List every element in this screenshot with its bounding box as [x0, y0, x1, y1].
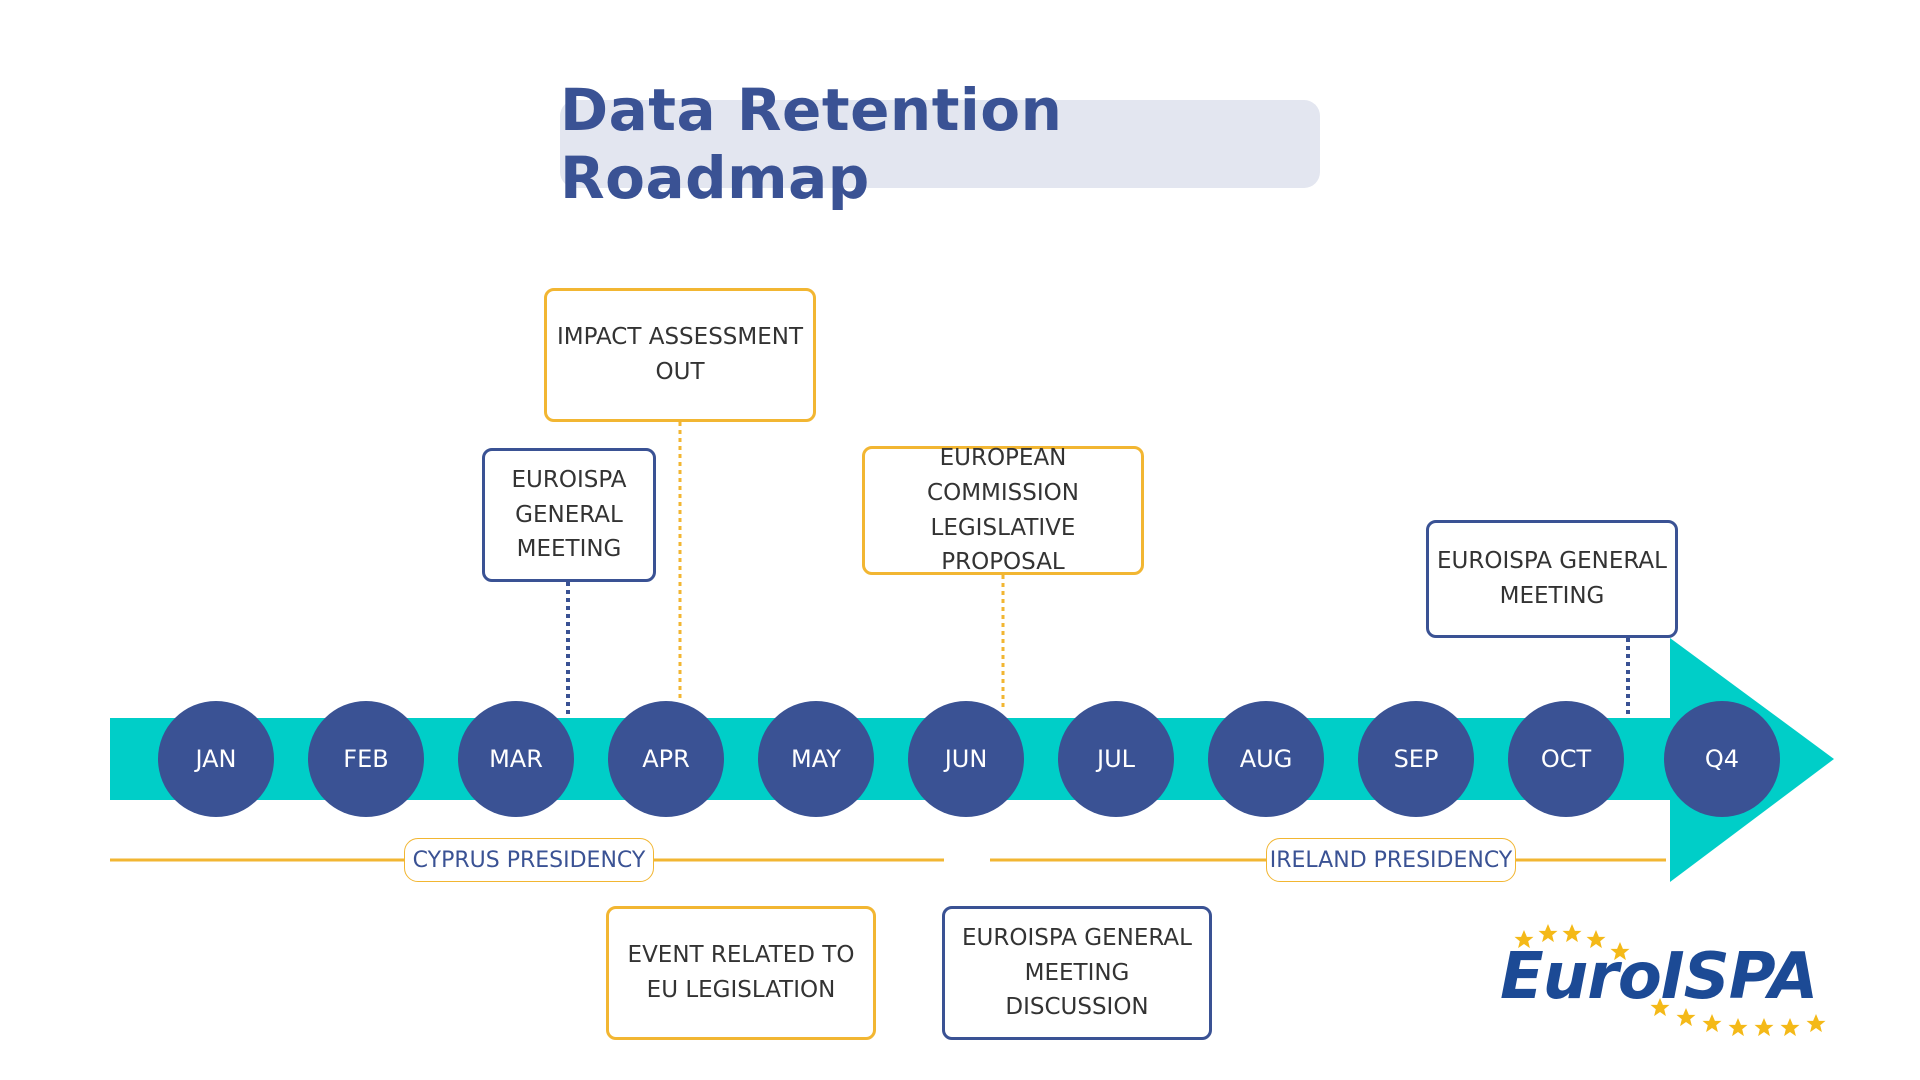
month-label: FEB: [343, 745, 388, 773]
event-text: EUROISPA GENERAL MEETING DISCUSSION: [962, 924, 1192, 1021]
title-banner: Data Retention Roadmap: [560, 76, 1320, 212]
euroispa-logo: EuroISPA: [1500, 912, 1870, 1042]
month-mar: MAR: [458, 701, 574, 817]
month-label: OCT: [1541, 745, 1592, 773]
event-text: EUROISPA GENERAL MEETING: [1437, 548, 1667, 609]
event-impact-assessment: IMPACT ASSESSMENT OUT: [544, 288, 816, 422]
month-jun: JUN: [908, 701, 1024, 817]
month-label: JUL: [1095, 745, 1136, 773]
month-label: JUN: [943, 745, 988, 773]
month-label: JAN: [193, 745, 236, 773]
event-text: EUROISPA GENERAL MEETING: [511, 466, 627, 563]
month-sep: SEP: [1358, 701, 1474, 817]
month-label: MAY: [791, 745, 841, 773]
month-label: MAR: [489, 745, 543, 773]
event-commission-proposal: EUROPEAN COMMISSION LEGISLATIVE PROPOSAL: [862, 445, 1144, 575]
month-label: AUG: [1240, 745, 1293, 773]
logo-wordmark: EuroISPA: [1500, 940, 1818, 1014]
event-euroispa-meeting-mar: EUROISPA GENERAL MEETING: [482, 448, 656, 582]
event-euroispa-discussion: EUROISPA GENERAL MEETING DISCUSSION: [942, 906, 1212, 1040]
month-jan: JAN: [158, 701, 274, 817]
month-label: SEP: [1394, 745, 1439, 773]
event-text: EUROPEAN COMMISSION LEGISLATIVE PROPOSAL: [927, 444, 1079, 576]
month-apr: APR: [608, 701, 724, 817]
event-text: IMPACT ASSESSMENT OUT: [556, 324, 804, 385]
presidency-label-text: IRELAND PRESIDENCY: [1269, 847, 1513, 873]
month-may: MAY: [758, 701, 874, 817]
month-label: APR: [642, 745, 690, 773]
month-aug: AUG: [1208, 701, 1324, 817]
month-oct: OCT: [1508, 701, 1624, 817]
month-q4: Q4: [1664, 701, 1780, 817]
cyprus-presidency-label: CYPRUS PRESIDENCY: [404, 838, 654, 882]
event-eu-legislation: EVENT RELATED TO EU LEGISLATION: [606, 906, 876, 1040]
event-euroispa-meeting-oct: EUROISPA GENERAL MEETING: [1426, 520, 1678, 638]
ireland-presidency-label: IRELAND PRESIDENCY: [1266, 838, 1516, 882]
event-text: EVENT RELATED TO EU LEGISLATION: [627, 942, 855, 1003]
page-title: Data Retention Roadmap: [560, 76, 1063, 212]
presidency-label-text: CYPRUS PRESIDENCY: [412, 847, 646, 873]
month-jul: JUL: [1058, 701, 1174, 817]
month-feb: FEB: [308, 701, 424, 817]
month-label: Q4: [1705, 745, 1739, 773]
